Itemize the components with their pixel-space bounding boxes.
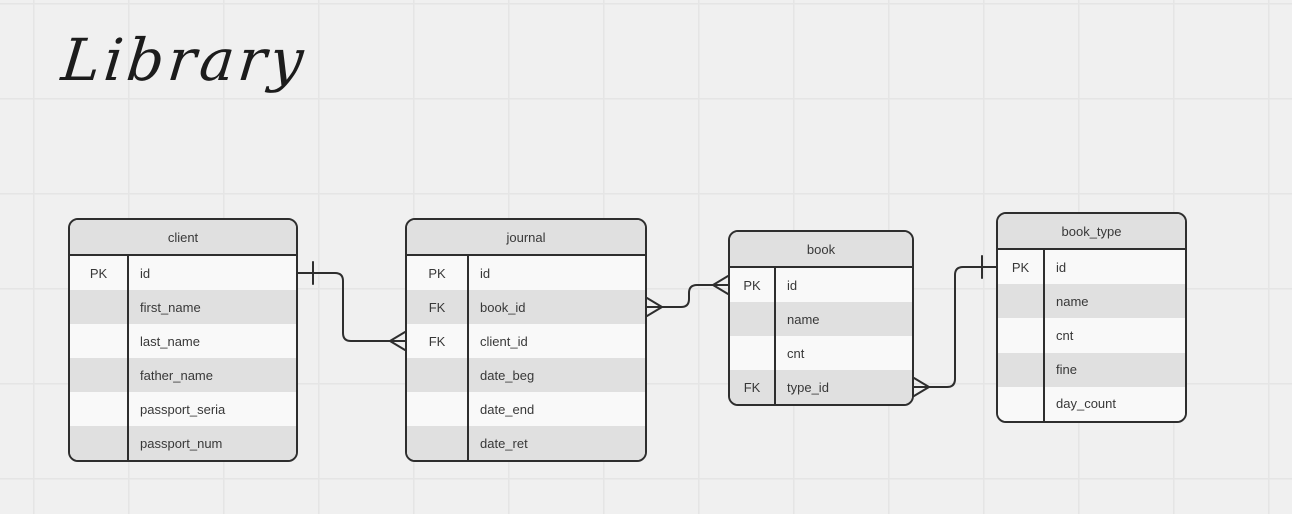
entity-table-book[interactable]: book PK id name cnt FK type_id: [728, 230, 914, 406]
table-row[interactable]: FK type_id: [730, 370, 912, 404]
row-key: PK: [70, 256, 129, 290]
row-key: [407, 358, 469, 392]
table-header[interactable]: book_type: [998, 214, 1185, 250]
row-key: [998, 284, 1045, 319]
table-row[interactable]: first_name: [70, 290, 296, 324]
table-row[interactable]: fine: [998, 352, 1185, 387]
row-key: PK: [730, 268, 776, 302]
table-row[interactable]: FK client_id: [407, 324, 645, 358]
row-field: id: [787, 277, 798, 293]
table-row[interactable]: date_ret: [407, 426, 645, 460]
table-body: PK id name cnt FK type_id: [730, 268, 912, 404]
row-key: [70, 392, 129, 426]
row-key: [730, 336, 776, 370]
table-row[interactable]: PK id: [407, 256, 645, 290]
crow-foot-many-marker: [646, 297, 663, 317]
table-row[interactable]: date_end: [407, 392, 645, 426]
row-field: last_name: [140, 333, 200, 349]
table-row[interactable]: passport_num: [70, 426, 296, 460]
entity-table-client[interactable]: client PK id first_name last_name father_…: [68, 218, 298, 462]
table-row[interactable]: cnt: [730, 336, 912, 370]
row-key: [70, 358, 129, 392]
table-row[interactable]: cnt: [998, 318, 1185, 353]
row-field: date_end: [480, 401, 535, 417]
entity-table-book-type[interactable]: book_type PK id name cnt fine day_count: [996, 212, 1187, 423]
row-field: fine: [1056, 362, 1077, 378]
row-key: [998, 318, 1045, 353]
row-field: cnt: [787, 345, 805, 361]
row-field: id: [480, 265, 491, 281]
row-field: id: [1056, 259, 1067, 275]
table-row[interactable]: day_count: [998, 386, 1185, 421]
row-key: [70, 290, 129, 324]
entity-table-journal[interactable]: journal PK id FK book_id FK client_id date_…: [405, 218, 647, 462]
table-row[interactable]: PK id: [730, 268, 912, 302]
connector-line[interactable]: [928, 266, 997, 388]
table-row[interactable]: name: [730, 302, 912, 336]
row-field: cnt: [1056, 328, 1074, 343]
table-row[interactable]: last_name: [70, 324, 296, 358]
row-key: [407, 426, 469, 460]
table-header[interactable]: client: [70, 220, 296, 256]
table-row[interactable]: passport_seria: [70, 392, 296, 426]
row-key: [407, 392, 469, 426]
row-field: date_ret: [480, 435, 528, 451]
row-field: name: [1056, 293, 1089, 309]
crow-foot-many-marker: [389, 331, 406, 351]
relationship-book-booktype[interactable]: [913, 255, 997, 397]
row-key: [998, 352, 1045, 387]
connector-line[interactable]: [661, 284, 714, 308]
row-field: passport_num: [140, 435, 223, 451]
table-row[interactable]: father_name: [70, 358, 296, 392]
row-field: date_beg: [480, 367, 535, 383]
table-row[interactable]: FK book_id: [407, 290, 645, 324]
crow-foot-many-marker: [712, 275, 729, 295]
diagram-title[interactable]: Library: [58, 26, 311, 94]
row-key: [998, 386, 1045, 421]
row-field: client_id: [480, 333, 528, 349]
table-row[interactable]: PK id: [70, 256, 296, 290]
relationship-client-journal[interactable]: [297, 261, 406, 351]
row-key: FK: [730, 370, 776, 404]
row-key: [730, 302, 776, 336]
table-header[interactable]: journal: [407, 220, 645, 256]
relationship-journal-book[interactable]: [646, 275, 729, 317]
crow-foot-many-marker: [913, 377, 930, 397]
table-body: PK id FK book_id FK client_id date_beg date…: [407, 256, 645, 460]
row-field: id: [140, 265, 151, 281]
row-field: father_name: [140, 367, 213, 383]
table-row[interactable]: name: [998, 284, 1185, 319]
table-body: PK id first_name last_name father_name pa…: [70, 256, 296, 460]
row-key: PK: [998, 250, 1045, 285]
row-field: day_count: [1056, 396, 1116, 412]
table-row[interactable]: date_beg: [407, 358, 645, 392]
connector-line[interactable]: [297, 272, 391, 342]
row-field: first_name: [140, 299, 201, 315]
row-key: PK: [407, 256, 469, 290]
row-field: passport_seria: [140, 401, 226, 417]
row-field: type_id: [787, 379, 829, 395]
table-row[interactable]: PK id: [998, 250, 1185, 285]
row-field: name: [787, 311, 820, 327]
row-key: [70, 426, 129, 460]
row-field: book_id: [480, 299, 526, 315]
row-key: FK: [407, 290, 469, 324]
table-header[interactable]: book: [730, 232, 912, 268]
row-key: [70, 324, 129, 358]
table-body: PK id name cnt fine day_count: [998, 250, 1185, 421]
row-key: FK: [407, 324, 469, 358]
